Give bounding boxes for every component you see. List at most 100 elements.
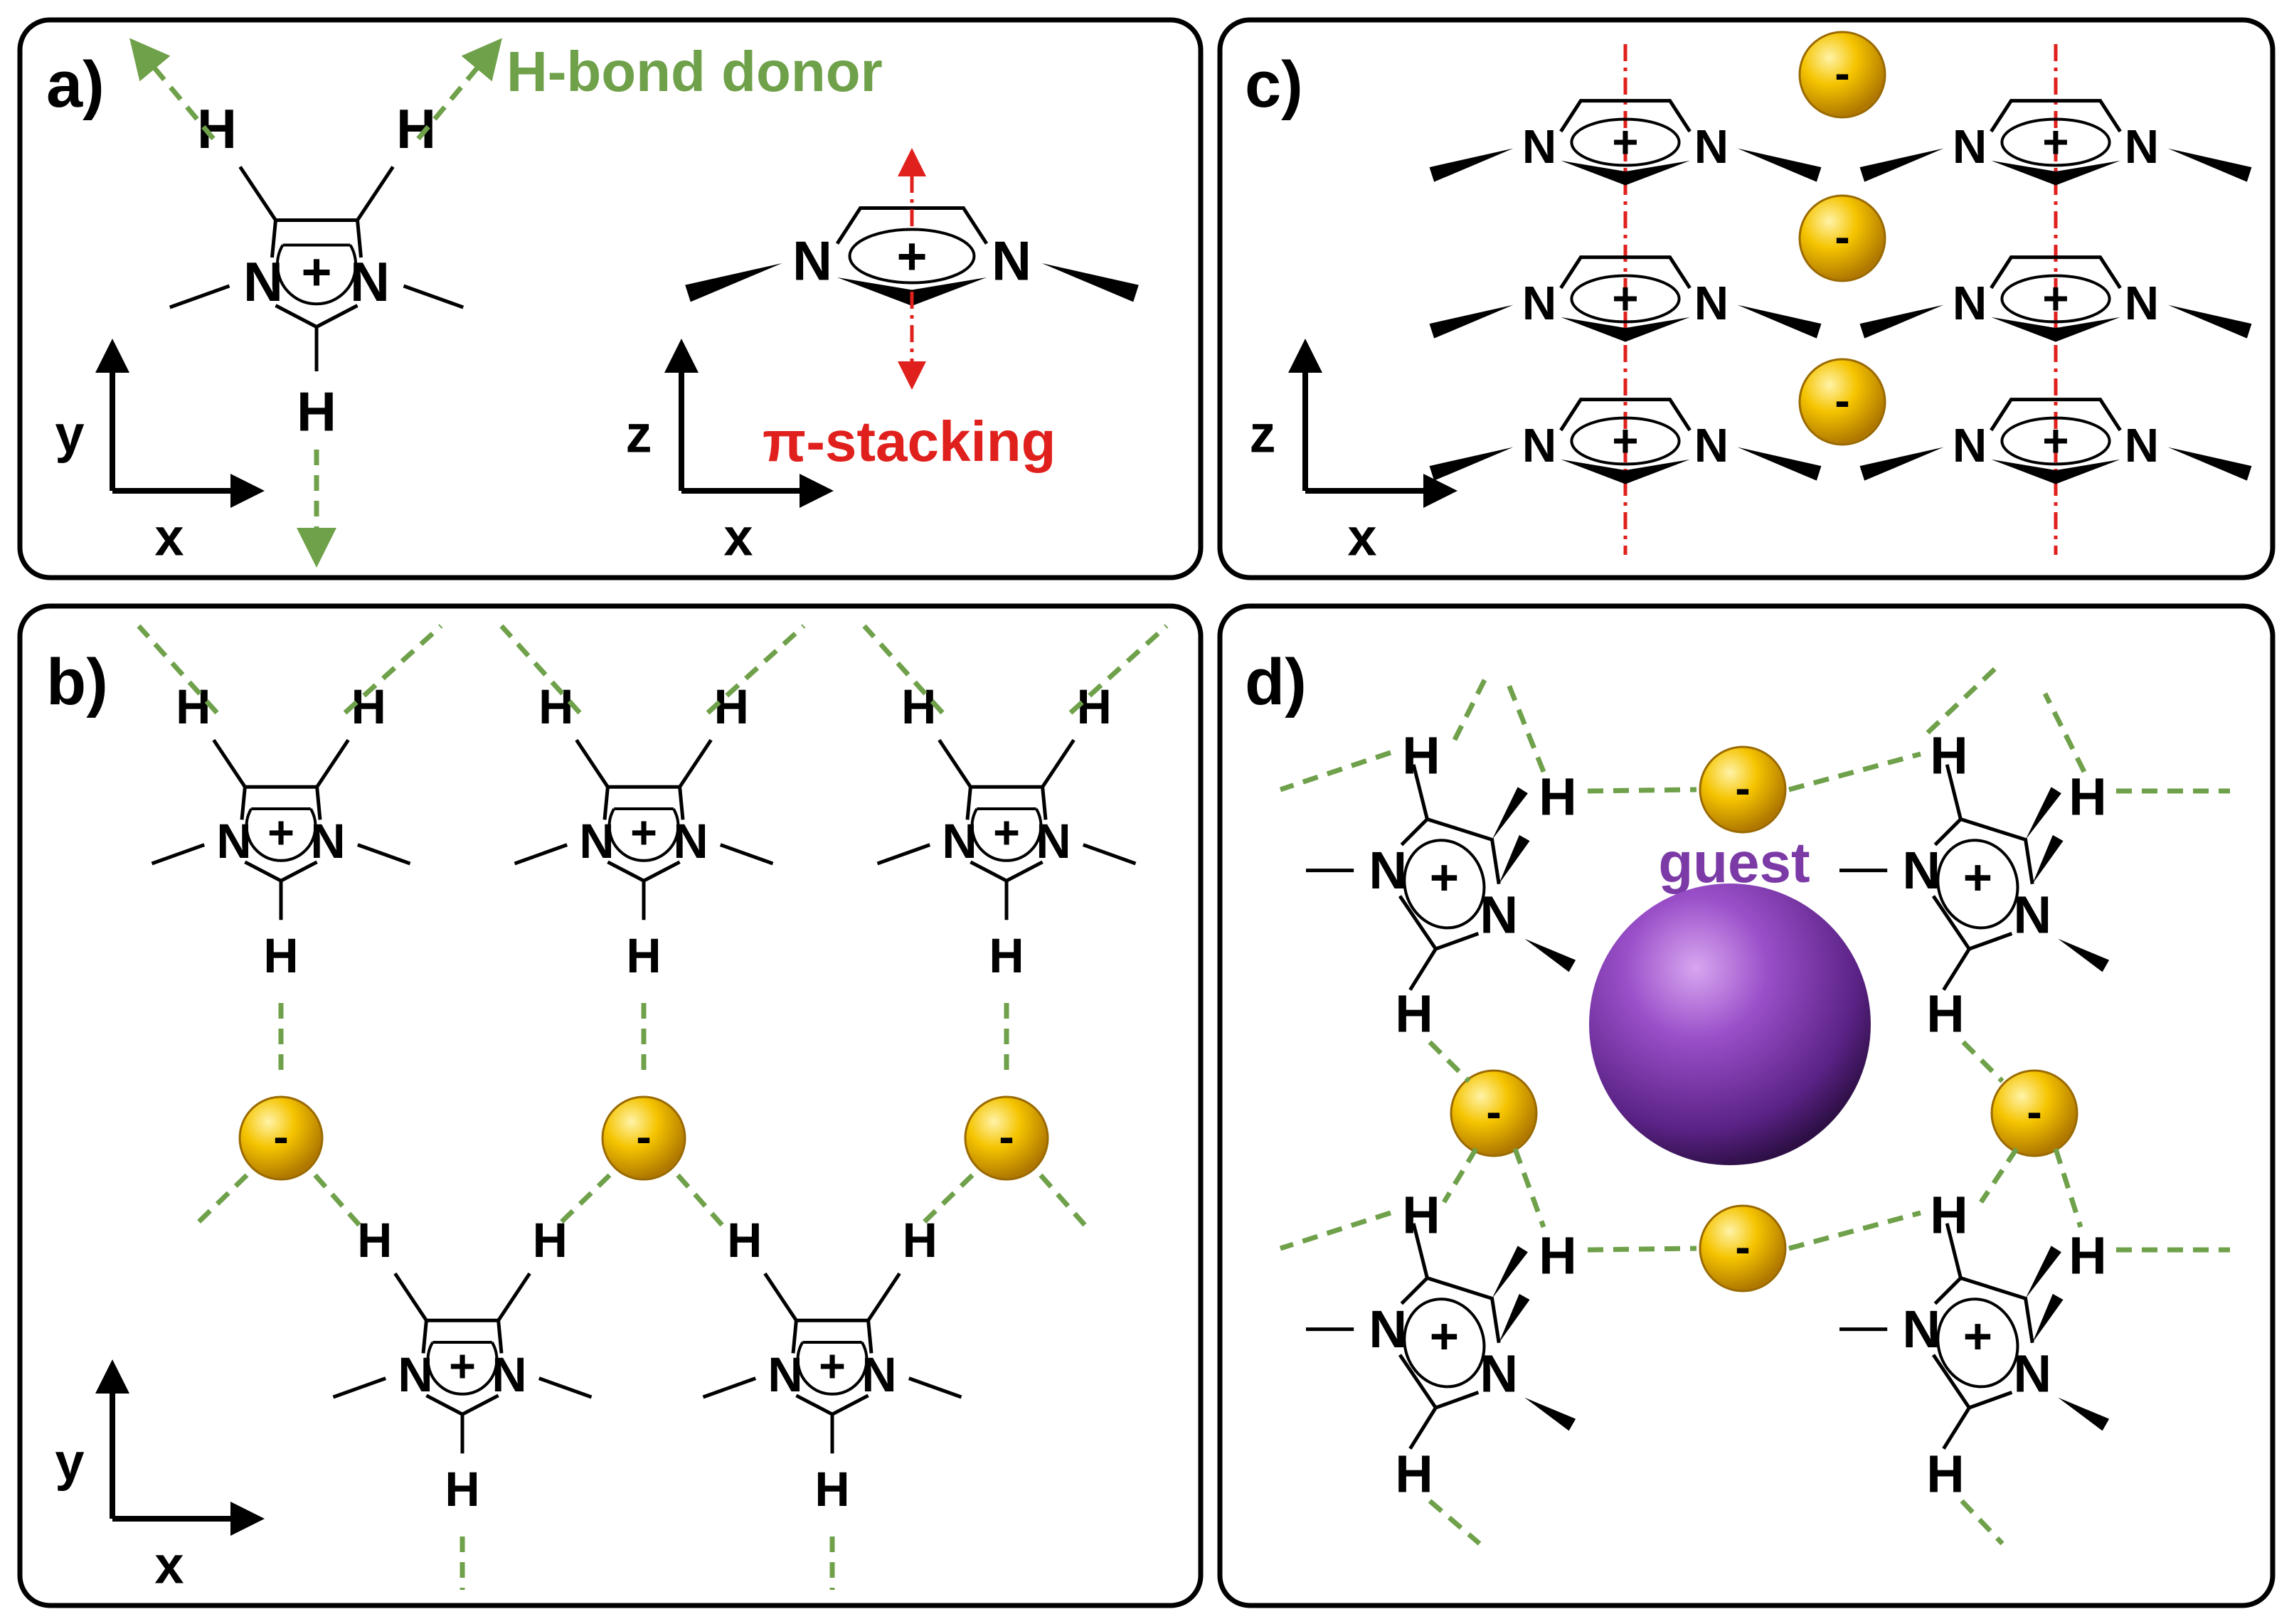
nitrogen-label: N bbox=[792, 231, 832, 292]
ch-bond bbox=[678, 738, 713, 788]
anion-sphere bbox=[1699, 745, 1787, 834]
nitrogen-label: N bbox=[1480, 886, 1518, 945]
nitrogen-label: N bbox=[1036, 814, 1071, 869]
panel-c-label: c) bbox=[1245, 48, 1303, 121]
ring-bond-top bbox=[602, 785, 685, 820]
methyl-bond bbox=[514, 843, 568, 866]
nitrogen-label: N bbox=[310, 814, 345, 869]
anion-charge-label: - bbox=[273, 1111, 288, 1162]
hbond-dashed-line bbox=[313, 1173, 361, 1227]
cation-charge-label: + bbox=[630, 807, 657, 859]
hydrogen-label: H bbox=[903, 1214, 938, 1268]
nitrogen-label: N bbox=[2013, 886, 2051, 945]
ch-bond bbox=[356, 166, 395, 221]
ch-bond bbox=[763, 1272, 798, 1322]
hydrogen-label: H bbox=[1402, 1186, 1440, 1245]
ch-wedge bbox=[1492, 787, 1528, 840]
axis-label-horizontal: x bbox=[723, 508, 753, 567]
hbond-dashed-line bbox=[1587, 787, 1697, 794]
methyl-wedge bbox=[2167, 447, 2252, 481]
ch-wedge bbox=[1492, 1246, 1528, 1299]
hydrogen-label: H bbox=[1539, 768, 1576, 827]
nitrogen-label: N bbox=[768, 1348, 802, 1402]
aromatic-ring-arc bbox=[796, 1341, 869, 1396]
methyl-bond bbox=[403, 284, 464, 309]
ch-bond bbox=[1408, 1406, 1438, 1450]
methyl-wedge bbox=[2058, 1397, 2110, 1431]
nitrogen-label: N bbox=[1953, 120, 1987, 174]
axis-label-vertical: z bbox=[626, 405, 652, 464]
ring-bond-top bbox=[421, 1318, 504, 1354]
methyl-wedge bbox=[1429, 148, 1514, 182]
aromatic-ring-ellipse bbox=[1570, 416, 1681, 466]
nitrogen-label: N bbox=[1369, 1300, 1407, 1359]
aromatic-ring-ellipse bbox=[1570, 117, 1681, 167]
ring-bottom-wedge bbox=[1991, 160, 2120, 186]
cation-charge-label: + bbox=[1430, 849, 1459, 906]
methyl-bond bbox=[719, 843, 774, 866]
cation-charge-label: + bbox=[897, 227, 928, 286]
aromatic-ring-arc bbox=[426, 1341, 499, 1396]
methyl-wedge bbox=[1429, 304, 1514, 339]
ring-bond-top bbox=[791, 1318, 873, 1354]
n-wedge bbox=[2032, 834, 2064, 884]
methyl-wedge bbox=[1737, 447, 1822, 481]
hbond-dashed-line bbox=[1926, 663, 2001, 735]
panel-c-frame bbox=[1217, 17, 2276, 580]
ch-bond bbox=[496, 1272, 531, 1322]
ch-bond bbox=[393, 1272, 428, 1322]
methyl-bond bbox=[151, 843, 206, 866]
hbond-arrow bbox=[416, 38, 502, 141]
panel-d-label: d) bbox=[1245, 646, 1307, 718]
anion-charge-label: - bbox=[2027, 1086, 2041, 1137]
hydrogen-label: H bbox=[357, 1214, 392, 1268]
ring-bond-top bbox=[270, 218, 363, 258]
hydrogen-label: H bbox=[445, 1463, 479, 1517]
anion-sphere bbox=[1798, 31, 1886, 119]
hydrogen-label: H bbox=[626, 929, 661, 983]
axis-label-horizontal: x bbox=[154, 1536, 184, 1595]
hbond-dashed-line bbox=[2042, 692, 2087, 773]
nitrogen-label: N bbox=[1522, 419, 1556, 472]
aromatic-ring-arc bbox=[607, 807, 680, 862]
ring-bond-top bbox=[1559, 398, 1692, 432]
hbond-arrow bbox=[129, 38, 216, 141]
pi-stacking-label: π-stacking bbox=[763, 410, 1056, 473]
nitrogen-label: N bbox=[1953, 277, 1987, 330]
hbond-dashed-line bbox=[862, 624, 945, 715]
nitrogen-label: N bbox=[673, 814, 708, 869]
aromatic-ring-ellipse bbox=[2000, 416, 2111, 466]
ch-bond bbox=[1041, 738, 1076, 788]
hydrogen-label: H bbox=[1395, 985, 1433, 1044]
hydrogen-label: H bbox=[1539, 1226, 1576, 1285]
aromatic-ring-ellipse bbox=[1403, 1297, 1486, 1389]
cation-charge-label: + bbox=[2042, 416, 2069, 467]
nitrogen-label: N bbox=[216, 814, 251, 869]
anion-sphere bbox=[1990, 1069, 2078, 1157]
aromatic-ring-ellipse bbox=[1936, 1297, 2019, 1389]
hbond-dashed-line bbox=[706, 624, 806, 715]
methyl-wedge bbox=[1737, 304, 1822, 339]
panel-b-frame bbox=[17, 603, 1204, 1608]
hbond-dashed-line bbox=[919, 1173, 975, 1227]
nitrogen-label: N bbox=[2125, 120, 2159, 174]
cation-charge-label: + bbox=[267, 807, 294, 859]
nitrogen-label: N bbox=[1902, 841, 1940, 900]
cation-charge-label: + bbox=[302, 243, 332, 302]
nitrogen-label: N bbox=[579, 814, 614, 869]
hbond-dashed-line bbox=[556, 1173, 612, 1227]
ch-bond bbox=[938, 738, 972, 788]
anion-charge-label: - bbox=[1735, 763, 1750, 814]
hydrogen-label: H bbox=[989, 929, 1024, 983]
n-wedge bbox=[1499, 1293, 1530, 1343]
nitrogen-label: N bbox=[942, 814, 977, 869]
panel-a-label: a) bbox=[46, 48, 105, 121]
methyl-bond bbox=[169, 284, 230, 309]
hbond-dashed-line bbox=[1428, 1040, 1471, 1083]
methyl-wedge bbox=[2058, 938, 2110, 972]
hydrogen-label: H bbox=[297, 382, 336, 443]
hydrogen-label: H bbox=[263, 929, 298, 983]
methyl-wedge bbox=[1737, 148, 1822, 182]
hydrogen-label: H bbox=[1926, 1445, 1964, 1504]
methyl-wedge bbox=[1429, 447, 1514, 481]
